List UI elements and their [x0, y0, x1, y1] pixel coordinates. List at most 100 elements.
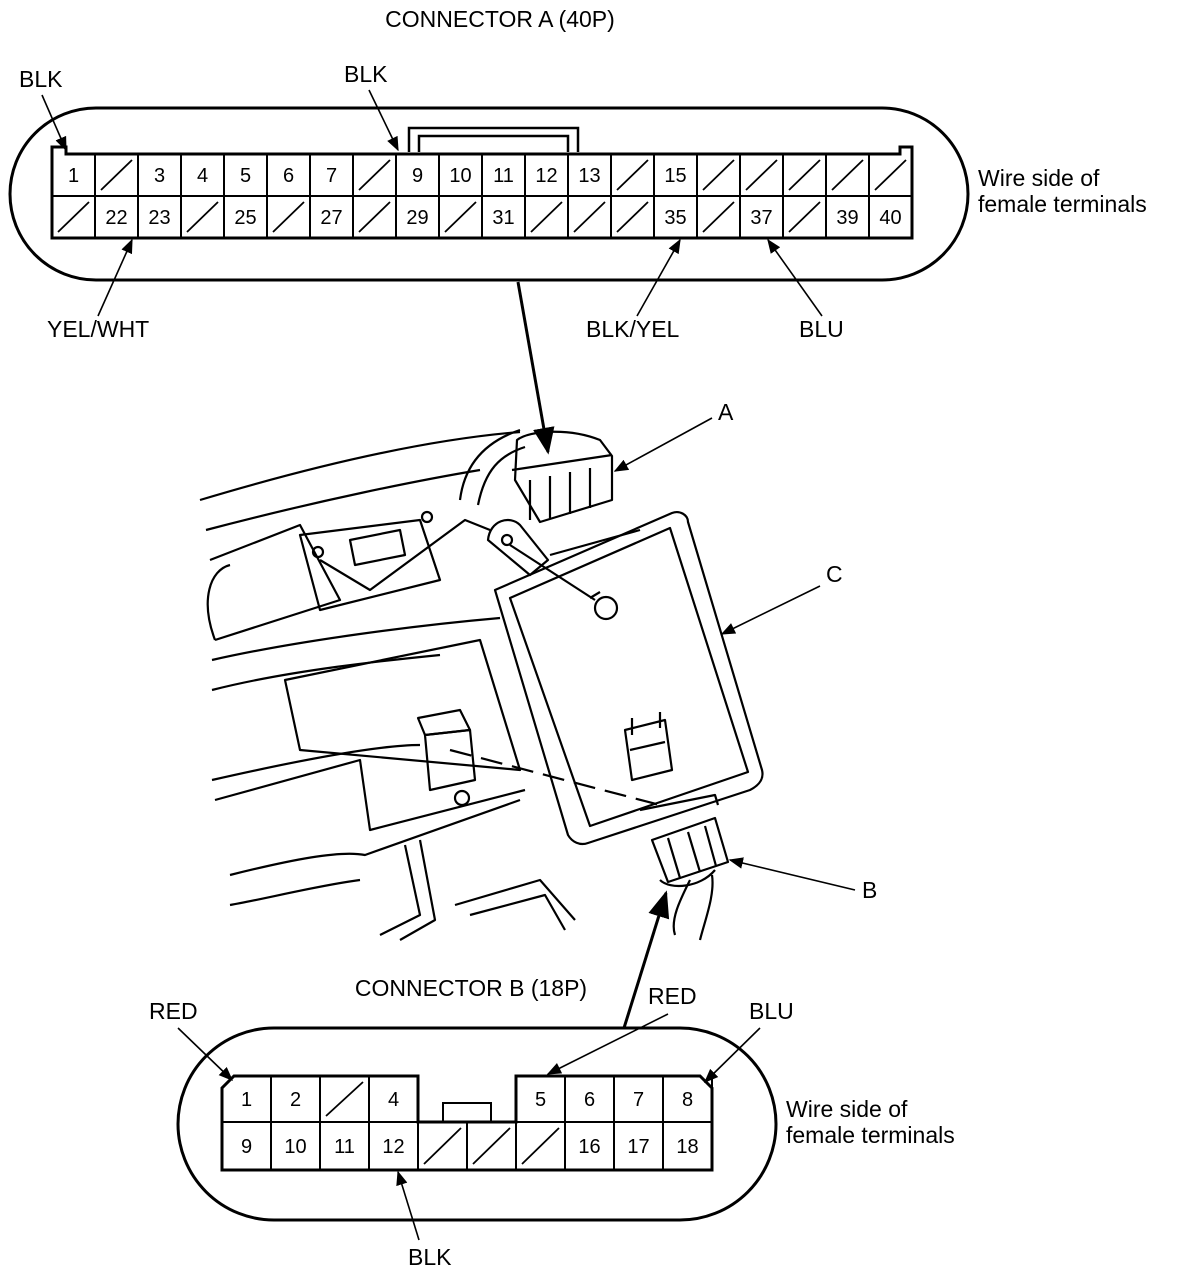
connector-b-pin-5: 5 — [535, 1076, 566, 1122]
connector-b-pin-12: 12 — [382, 1122, 419, 1170]
connector-b-side-note: Wire side of female terminals — [786, 1096, 955, 1148]
wire-label-b5: RED — [648, 983, 697, 1009]
terminal-number: 15 — [664, 165, 686, 187]
terminal-number: 1 — [68, 165, 79, 187]
connector-b-pin-6: 6 — [584, 1076, 615, 1122]
terminal-number: 40 — [879, 207, 901, 229]
connector-b-pin-16: 16 — [578, 1122, 615, 1170]
connector-a-empty-cavity — [788, 196, 827, 238]
terminal-number: 10 — [284, 1136, 306, 1158]
terminal-number: 1 — [241, 1089, 252, 1111]
connector-b-pin-2: 2 — [290, 1076, 321, 1122]
connector-a-pin-37: 37 — [750, 196, 784, 238]
wire-label-a37: BLU — [799, 316, 844, 342]
connector-a-empty-cavity — [57, 196, 96, 238]
connector-b-pin-1: 1 — [241, 1076, 272, 1122]
connector-a-pin-27: 27 — [320, 196, 354, 238]
wire-label-a1: BLK — [19, 66, 63, 92]
terminal-number: 3 — [154, 165, 165, 187]
terminal-number: 5 — [240, 165, 251, 187]
connector-a-empty-cavity — [100, 154, 139, 196]
connector-a-pin-11: 11 — [493, 154, 526, 196]
callout-b: B — [862, 877, 877, 903]
arrow-connector-b-to-plug — [622, 890, 670, 1029]
leader-b12 — [396, 1170, 420, 1241]
terminal-number: 27 — [320, 207, 342, 229]
connector-a-empty-cavity — [616, 154, 655, 196]
connector-a-pin-7: 7 — [326, 154, 354, 196]
terminal-number: 31 — [492, 207, 514, 229]
connector-b-pin-4: 4 — [388, 1076, 419, 1122]
connector-a-pin-12: 12 — [535, 154, 569, 196]
connector-b-pin-10: 10 — [284, 1122, 321, 1170]
connector-a-pin-13: 13 — [578, 154, 612, 196]
terminal-number: 7 — [633, 1089, 644, 1111]
connector-a-pin-5: 5 — [240, 154, 268, 196]
terminal-number: 5 — [535, 1089, 546, 1111]
empty-cavity-slash — [702, 201, 735, 233]
leader-a22 — [97, 238, 133, 317]
terminal-number: 10 — [449, 165, 471, 187]
connector-b-pin-11: 11 — [334, 1122, 370, 1170]
connector-a-pin-39: 39 — [836, 196, 870, 238]
connector-b-side-note-line1: Wire side of — [786, 1096, 908, 1122]
connector-a-pin-1: 1 — [68, 154, 96, 196]
terminal-number: 39 — [836, 207, 858, 229]
connector-a-empty-cavity — [874, 154, 913, 196]
empty-cavity-slash — [444, 201, 477, 233]
connector-b-side-note-line2: female terminals — [786, 1122, 955, 1148]
terminal-number: 9 — [241, 1136, 252, 1158]
terminal-number: 2 — [290, 1089, 301, 1111]
connector-a-empty-cavity — [272, 196, 311, 238]
connector-b-empty-cavity — [423, 1122, 468, 1170]
empty-cavity-slash — [530, 201, 563, 233]
connector-a-empty-cavity — [702, 154, 741, 196]
empty-cavity-slash — [702, 159, 735, 191]
leader-callout-a — [613, 417, 713, 472]
terminal-number: 29 — [406, 207, 428, 229]
connector-a-pin-23: 23 — [148, 196, 182, 238]
terminal-number: 23 — [148, 207, 170, 229]
terminal-number: 9 — [412, 165, 423, 187]
connector-a-lock-tab — [407, 126, 580, 152]
connector-a-pin-25: 25 — [234, 196, 268, 238]
terminal-number: 13 — [578, 165, 600, 187]
connector-a-pin-6: 6 — [283, 154, 311, 196]
empty-cavity-slash — [616, 201, 649, 233]
connector-b-pin-9: 9 — [241, 1122, 272, 1170]
connector-a-empty-cavity — [530, 196, 569, 238]
connector-a-empty-cavity — [358, 154, 397, 196]
wire-label-a9: BLK — [344, 61, 388, 87]
connector-a-pin-35: 35 — [664, 196, 698, 238]
connector-a-title: CONNECTOR A (40P) — [385, 6, 615, 32]
leader-callout-b — [728, 857, 856, 891]
connector-a-pin-3: 3 — [154, 154, 182, 196]
connector-b-empty-cavity — [325, 1076, 370, 1122]
connector-a-pin-9: 9 — [412, 154, 440, 196]
terminal-number: 11 — [493, 165, 514, 187]
connector-b-pin-18: 18 — [676, 1122, 713, 1170]
connector-a-pin-22: 22 — [105, 196, 139, 238]
connector-a-pin-4: 4 — [197, 154, 225, 196]
connector-a-pin-15: 15 — [664, 154, 698, 196]
connector-b-pin-17: 17 — [627, 1122, 664, 1170]
connector-b-title: CONNECTOR B (18P) — [355, 975, 587, 1001]
terminal-number: 25 — [234, 207, 256, 229]
empty-cavity-slash — [521, 1127, 560, 1165]
empty-cavity-slash — [788, 201, 821, 233]
wire-label-a22: YEL/WHT — [47, 316, 149, 342]
terminal-number: 22 — [105, 207, 127, 229]
leader-a9 — [368, 89, 399, 152]
connector-a-empty-cavity — [186, 196, 225, 238]
terminal-number: 6 — [584, 1089, 595, 1111]
empty-cavity-slash — [358, 159, 391, 191]
leader-b1 — [177, 1027, 234, 1081]
empty-cavity-slash — [616, 159, 649, 191]
terminal-number: 11 — [334, 1136, 355, 1158]
connector-a-empty-cavity — [616, 196, 655, 238]
terminal-number: 4 — [197, 165, 208, 187]
terminal-number: 37 — [750, 207, 772, 229]
